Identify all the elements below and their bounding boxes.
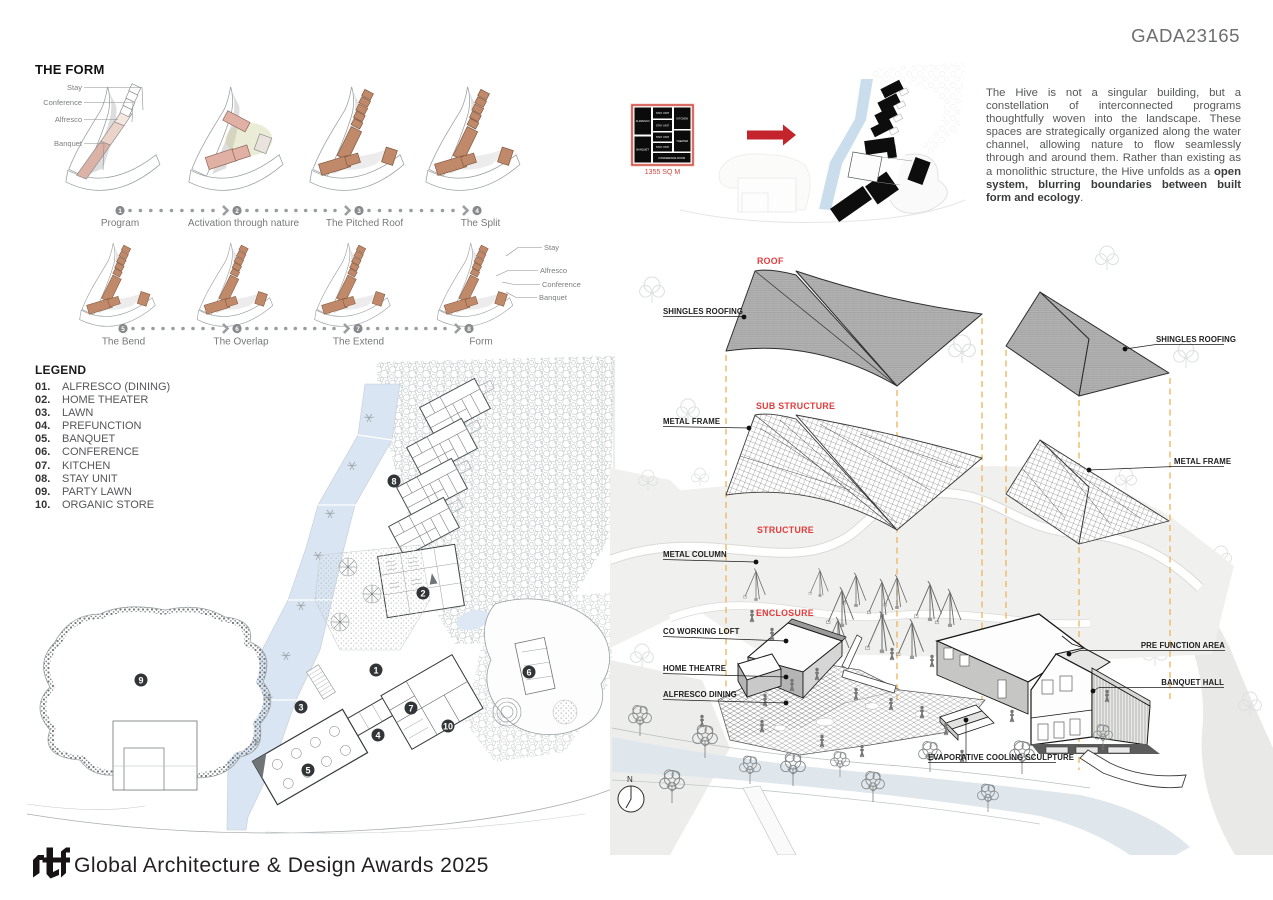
- svg-text:ENCLOSURE: ENCLOSURE: [756, 608, 814, 618]
- svg-text:BANQUET HALL: BANQUET HALL: [1161, 678, 1224, 687]
- svg-text:The Overlap: The Overlap: [213, 337, 268, 348]
- svg-text:EVAPORATIVE COOLING SCULPTURE: EVAPORATIVE COOLING SCULPTURE: [928, 753, 1074, 762]
- svg-text:ALFRESCO DINING: ALFRESCO DINING: [663, 690, 737, 699]
- svg-text:STAY UNIT: STAY UNIT: [656, 111, 670, 115]
- svg-text:Activation through nature: Activation through nature: [188, 218, 300, 229]
- svg-text:Alfresco: Alfresco: [55, 115, 82, 124]
- svg-text:Alfresco: Alfresco: [540, 266, 567, 275]
- svg-text:Conference: Conference: [43, 98, 82, 107]
- svg-text:2: 2: [420, 588, 425, 598]
- svg-text:KITCHEN: KITCHEN: [677, 117, 689, 121]
- svg-text:METAL FRAME: METAL FRAME: [1174, 457, 1231, 466]
- svg-text:8: 8: [391, 476, 396, 486]
- svg-text:STAY UNIT: STAY UNIT: [656, 135, 670, 139]
- svg-text:The Split: The Split: [461, 218, 501, 229]
- svg-text:SHINGLES ROOFING: SHINGLES ROOFING: [663, 307, 743, 316]
- svg-text:The Bend: The Bend: [102, 337, 145, 348]
- svg-text:6: 6: [526, 667, 531, 677]
- svg-text:2: 2: [235, 208, 239, 215]
- svg-text:SUB STRUCTURE: SUB STRUCTURE: [756, 401, 835, 411]
- svg-text:Form: Form: [469, 337, 492, 348]
- svg-text:Banquet: Banquet: [539, 293, 568, 302]
- svg-text:4: 4: [475, 208, 479, 215]
- svg-text:The Pitched Roof: The Pitched Roof: [326, 218, 403, 229]
- svg-text:SHINGLES ROOFING: SHINGLES ROOFING: [1156, 335, 1236, 344]
- svg-text:10: 10: [443, 721, 453, 731]
- svg-text:6: 6: [235, 326, 239, 333]
- svg-text:N: N: [627, 775, 633, 784]
- svg-text:1: 1: [373, 665, 378, 675]
- svg-text:4: 4: [375, 730, 380, 740]
- svg-text:Program: Program: [101, 218, 139, 229]
- svg-text:BANQUET: BANQUET: [636, 148, 649, 152]
- svg-text:STRUCTURE: STRUCTURE: [757, 525, 814, 535]
- svg-text:ROOF: ROOF: [757, 256, 784, 266]
- svg-text:3: 3: [298, 702, 303, 712]
- svg-text:THEATER: THEATER: [676, 139, 688, 143]
- svg-text:9: 9: [138, 675, 143, 685]
- svg-text:CONFERENCE ROOM: CONFERENCE ROOM: [658, 156, 685, 160]
- svg-text:1355 SQ M: 1355 SQ M: [645, 169, 681, 176]
- svg-text:STAY UNIT: STAY UNIT: [656, 124, 670, 128]
- svg-text:METAL FRAME: METAL FRAME: [663, 417, 720, 426]
- svg-text:8: 8: [467, 326, 471, 333]
- svg-text:STAY UNIT: STAY UNIT: [656, 145, 670, 149]
- svg-text:CO WORKING LOFT: CO WORKING LOFT: [663, 627, 740, 636]
- svg-text:7: 7: [356, 326, 360, 333]
- svg-text:METAL COLUMN: METAL COLUMN: [663, 550, 727, 559]
- svg-text:HOME THEATRE: HOME THEATRE: [663, 664, 726, 673]
- svg-text:Stay: Stay: [67, 83, 82, 92]
- svg-text:Banquet: Banquet: [54, 139, 83, 148]
- svg-text:Stay: Stay: [544, 243, 559, 252]
- svg-text:ALFRESCO: ALFRESCO: [636, 119, 650, 123]
- svg-text:5: 5: [305, 765, 310, 775]
- svg-text:3: 3: [357, 208, 361, 215]
- svg-text:PRE FUNCTION AREA: PRE FUNCTION AREA: [1141, 641, 1225, 650]
- svg-text:7: 7: [408, 703, 413, 713]
- svg-text:1: 1: [118, 208, 122, 215]
- svg-text:5: 5: [121, 326, 125, 333]
- svg-text:Conference: Conference: [542, 280, 581, 289]
- svg-text:The Extend: The Extend: [333, 337, 384, 348]
